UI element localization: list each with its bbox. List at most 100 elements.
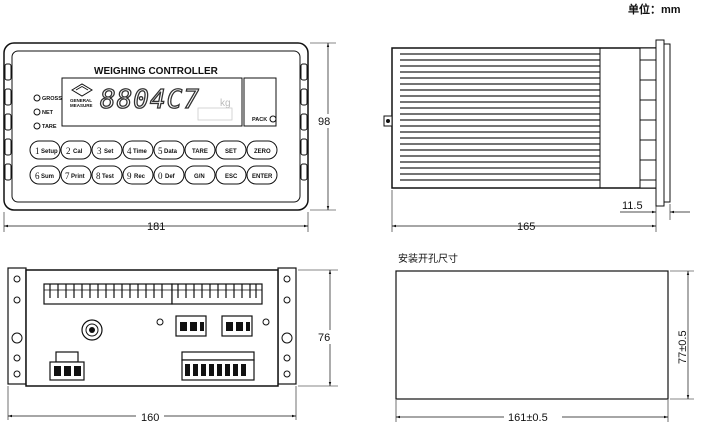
rear-flange-left — [7, 267, 27, 385]
unit-kg-text: kg — [220, 98, 231, 109]
unit-label: 单位：mm — [628, 2, 681, 16]
key-number: 1 — [35, 146, 40, 156]
connector-middle-2 — [221, 315, 253, 337]
rear-small-screw-icon-2 — [262, 318, 270, 326]
bezel-thickness-dimension: 11.5 — [620, 200, 690, 220]
side-screw-icon — [383, 115, 393, 127]
key-number: 6 — [35, 171, 40, 181]
key-label: ZERO — [254, 149, 271, 155]
front-height-value: 98 — [318, 116, 330, 128]
cutout-view: 安装开孔尺寸 161±0.5 77±0.5 — [395, 252, 694, 424]
key-set[interactable]: SET — [215, 140, 247, 160]
cutout-title: 安装开孔尺寸 — [398, 252, 458, 265]
cutout-height-value: 77±0.5 — [677, 330, 689, 364]
key-label: SET — [225, 149, 237, 155]
rear-flange-right — [277, 267, 297, 385]
key-number: 0 — [158, 171, 163, 181]
key-label: ENTER — [252, 174, 273, 180]
key-label: Test — [102, 174, 114, 180]
bezel-thickness-value: 11.5 — [622, 200, 643, 212]
terminal-block-top-right — [171, 283, 263, 305]
key-label: Time — [133, 149, 148, 155]
logo-text-line1: GENERAL — [70, 98, 92, 103]
key-number: 3 — [97, 146, 102, 156]
indicator-light-net — [33, 108, 41, 116]
logo-icon: GENERAL MEASURE — [70, 83, 93, 108]
pack-label: PACK — [252, 117, 267, 123]
front-side-tabs — [4, 63, 308, 181]
key-esc[interactable]: ESC — [215, 165, 247, 185]
key-label: Setup — [41, 149, 58, 155]
cutout-width-dimension: 161±0.5 — [395, 400, 669, 424]
key-gn[interactable]: G/N — [184, 165, 216, 185]
key-number: 8 — [96, 171, 101, 181]
rear-width-value: 160 — [141, 412, 159, 424]
key-label: TARE — [192, 149, 208, 155]
rear-view: 160 76 — [7, 267, 338, 424]
key-label: G/N — [194, 174, 205, 180]
key-number: 4 — [127, 146, 132, 156]
key-tare[interactable]: TARE — [184, 140, 216, 160]
key-label: Set — [104, 149, 113, 155]
rear-height-value: 76 — [318, 332, 330, 344]
side-bezel — [639, 39, 671, 207]
cutout-height-dimension: 77±0.5 — [670, 270, 694, 400]
key-label: Rec — [134, 174, 146, 180]
terminal-block-bottom-right — [181, 351, 255, 381]
side-body — [391, 47, 657, 189]
front-view: WEIGHING CONTROLLER 8804C7 kg GENERAL ME… — [3, 42, 336, 233]
key-label: ESC — [225, 174, 238, 180]
key-zero[interactable]: ZERO — [246, 140, 278, 160]
key-number: 2 — [66, 146, 71, 156]
key-label: Sum — [41, 174, 54, 180]
key-enter[interactable]: ENTER — [246, 165, 278, 185]
key-label: Def — [165, 174, 176, 180]
key-label: Cal — [73, 149, 83, 155]
key-label: Print — [71, 174, 85, 180]
controller-title: WEIGHING CONTROLLER — [94, 66, 219, 77]
front-width-dimension: 181 — [3, 212, 309, 233]
heat-sink-fins — [400, 53, 600, 181]
flange-screw-icon — [11, 275, 293, 378]
connector-bottom-left — [49, 351, 85, 381]
rear-width-dimension: 160 — [7, 386, 297, 424]
front-width-value: 181 — [147, 221, 165, 233]
terminal-block-top-left — [43, 283, 173, 305]
rear-small-screw-icon — [156, 318, 164, 326]
display-ghost-digits — [197, 107, 233, 121]
key-number: 5 — [158, 146, 163, 156]
connector-middle-1 — [175, 315, 207, 337]
side-view: 165 11.5 — [383, 39, 690, 233]
display-window — [61, 77, 243, 127]
front-height-dimension: 98 — [310, 42, 336, 211]
key-label: Data — [164, 149, 178, 155]
indicator-light-tare — [33, 122, 41, 130]
pack-indicator-light — [269, 115, 277, 123]
indicator-label-net: NET — [42, 110, 54, 116]
key-number: 7 — [65, 171, 70, 181]
indicator-label-tare: TARE — [42, 124, 57, 130]
indicator-label-gross: GROSS — [42, 96, 62, 102]
cutout-rectangle — [395, 270, 669, 400]
side-depth-dimension: 165 — [391, 190, 657, 233]
key-number: 9 — [127, 171, 132, 181]
rear-height-dimension: 76 — [298, 269, 338, 387]
display-digits: 8804C7 — [100, 85, 200, 115]
indicator-light-gross — [33, 94, 41, 102]
cutout-width-value: 161±0.5 — [508, 412, 548, 424]
round-connector-icon — [81, 319, 103, 341]
logo-text-line2: MEASURE — [70, 103, 93, 108]
